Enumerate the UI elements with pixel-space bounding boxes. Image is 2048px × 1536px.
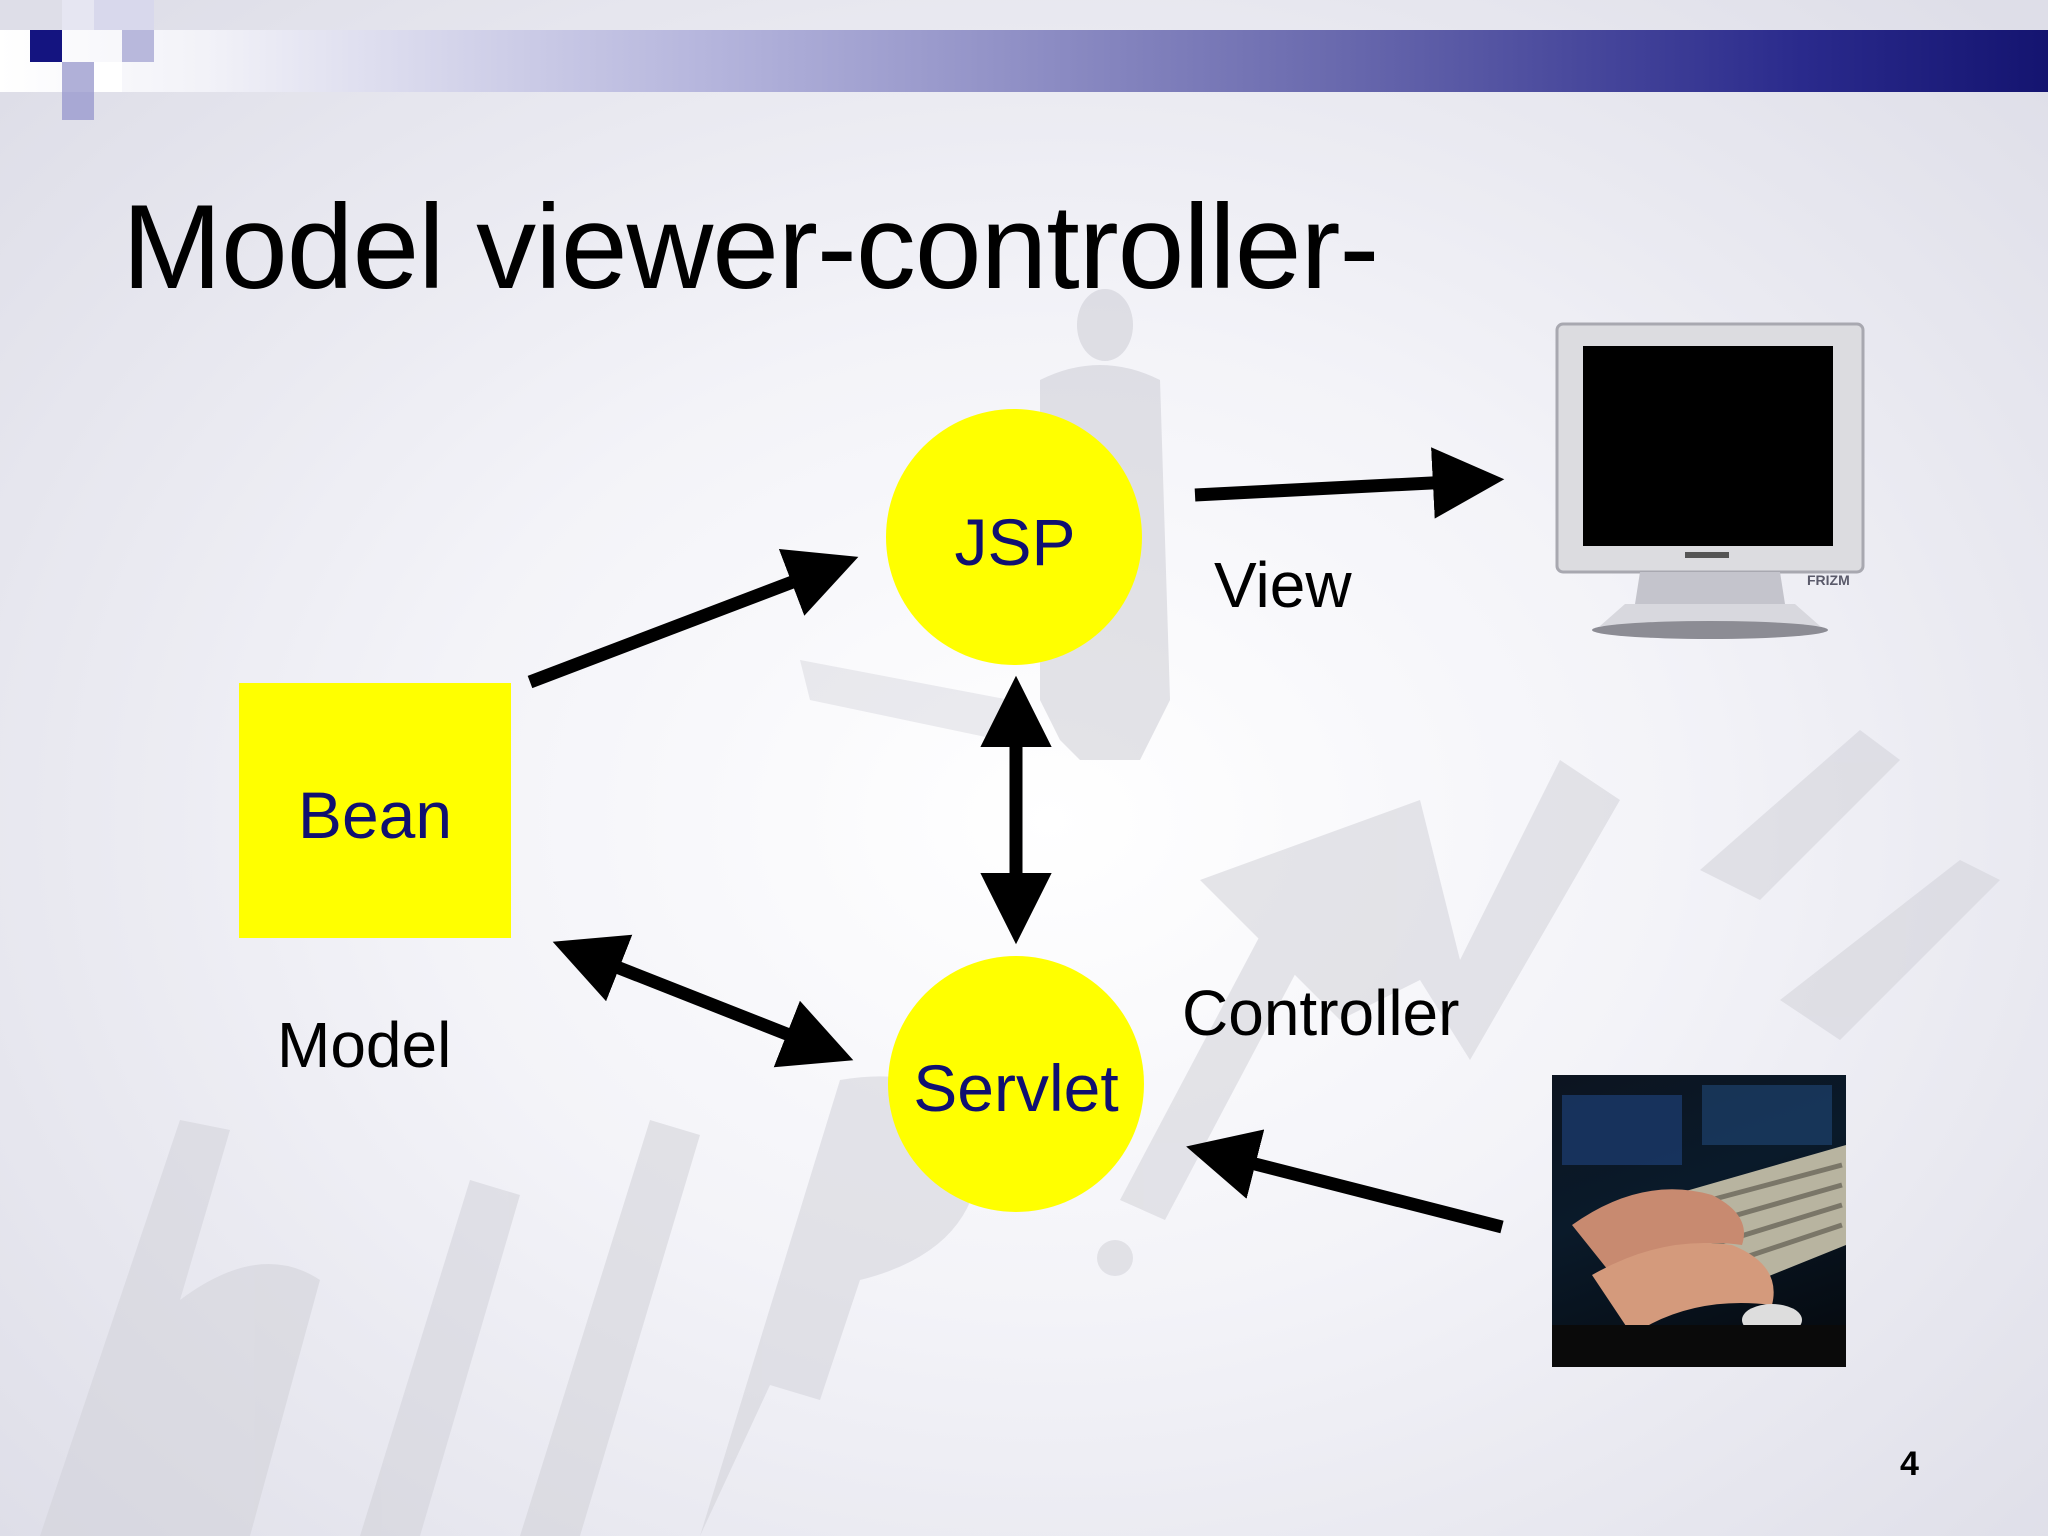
header-banner — [0, 30, 2048, 92]
jsp-node — [886, 409, 1142, 665]
banner-square-5 — [62, 62, 94, 92]
bean-node — [239, 683, 511, 938]
banner-square-4 — [122, 30, 154, 62]
model-label: Model — [277, 1009, 452, 1081]
jsp-label: JSP — [954, 505, 1076, 579]
arrow-bean-servlet — [552, 934, 854, 1068]
monitor-image: FRIZM — [1555, 322, 1865, 639]
servlet-label: Servlet — [913, 1051, 1119, 1125]
arrow-jsp-to-view — [1194, 447, 1505, 519]
servlet-node — [888, 956, 1144, 1212]
slide-title: Model viewer-controller- — [122, 180, 1379, 314]
keyboard-photo — [1552, 1075, 1846, 1367]
controller-label: Controller — [1182, 977, 1460, 1049]
banner-square-2 — [62, 0, 94, 30]
arrow-controller-to-servlet — [1186, 1129, 1504, 1234]
banner-square-3 — [94, 0, 154, 30]
banner-square-1 — [30, 30, 62, 62]
banner-square-6 — [94, 62, 122, 92]
arrow-bean-to-jsp — [527, 548, 859, 689]
page-number: 4 — [1900, 1445, 1919, 1483]
banner-square-7 — [62, 92, 94, 120]
bean-label: Bean — [297, 778, 453, 852]
view-label: View — [1214, 549, 1352, 621]
monitor-brand: FRIZM — [1807, 572, 1850, 588]
